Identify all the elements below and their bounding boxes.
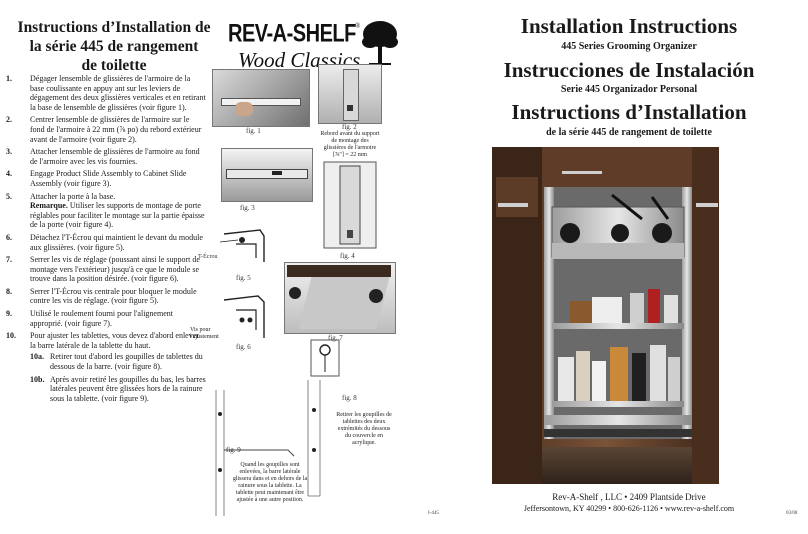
logo-brand-text: REV-A-SHELF — [228, 20, 356, 48]
step-number: 9. — [6, 309, 12, 319]
step-1: 1. Dégager lensemble de glissières de l'… — [6, 74, 206, 112]
step-number: 5. — [6, 191, 12, 201]
step-9: 9. Utilisé le roulement fourni pour l'al… — [6, 309, 206, 328]
figure-4-drawing — [320, 160, 380, 250]
substep-text: Retirer tout d'abord les goupilles de ta… — [50, 352, 203, 372]
title-english: Installation Instructions — [520, 14, 738, 38]
step-number: 4. — [6, 169, 12, 179]
figure-3-label: fig. 3 — [240, 204, 255, 212]
figure-3-photo — [221, 148, 313, 202]
figure-9-drawing — [210, 370, 300, 520]
figure-8-caption: Retirer les goupilles de tablettes des d… — [336, 412, 392, 446]
step-number — [6, 201, 30, 230]
figure-5-label: fig. 5 — [236, 274, 251, 282]
step-text: Engage Product Slide Assembly to Cabinet… — [30, 169, 187, 188]
step-6: 6. Détachez l'T-Écrou qui maintient le d… — [6, 233, 206, 252]
step-number: 2. — [6, 115, 12, 125]
step-number: 10. — [6, 331, 16, 341]
step-text: Attacher la porte à la base. — [30, 191, 116, 201]
step-2: 2. Centrer lensemble de glissières de l'… — [6, 115, 206, 144]
figure-9-caption: Quand les goupilles sont enlevées, la ba… — [232, 462, 308, 503]
organizer-illustration — [492, 147, 719, 484]
document-date-code: 03/08 — [786, 511, 798, 516]
figure-1-photo — [212, 69, 310, 127]
figure-4-label: fig. 4 — [340, 252, 355, 260]
figure-8-drawing — [300, 380, 344, 500]
left-title-line-1: Instructions d’Installation de — [17, 19, 211, 36]
instruction-steps: 1. Dégager lensemble de glissières de l'… — [6, 74, 206, 406]
step-3: 3. Attacher lensemble de glissières de l… — [6, 147, 206, 166]
step-text: Remarque. Utiliser les supports de monta… — [30, 201, 206, 230]
title-spanish: Instrucciones de Instalación — [503, 58, 755, 82]
step-4: 4. Engage Product Slide Assembly to Cabi… — [6, 169, 206, 188]
document-code: I-445 — [428, 511, 439, 516]
footer-company: Rev-A-Shelf , LLC • 2409 Plantside Drive — [552, 492, 706, 502]
step-text: Utilisé le roulement fourni pour l'align… — [30, 309, 173, 328]
tree-icon — [362, 21, 398, 65]
step-8: 8. Serrer l'T-Écrou vis centrale pour bl… — [6, 287, 206, 306]
figure-2-photo — [318, 64, 382, 124]
step-10a: 10a. Retirer tout d'abord les goupilles … — [30, 352, 206, 371]
figure-6-screw-label: Vis pour l'ajustement — [190, 327, 219, 340]
footer-address: Jeffersontown, KY 40299 • 800-626-1126 •… — [523, 504, 735, 513]
left-title-line-2: la série 445 de rangement — [29, 38, 199, 55]
note-keyword: Remarque. — [30, 201, 68, 211]
step-number: 7. — [6, 255, 12, 265]
figure-7-drawing — [305, 336, 345, 380]
step-text: Attacher lensemble de glissières de l'ar… — [30, 147, 200, 166]
title-french: Instructions d’Installation — [511, 100, 747, 124]
figure-4-photo — [284, 262, 396, 334]
subtitle-english: 445 Series Grooming Organizer — [561, 41, 697, 52]
figure-6-label: fig. 6 — [236, 343, 251, 351]
step-7: 7. Serrer les vis de réglage (poussant a… — [6, 255, 206, 284]
figure-5-drawing — [216, 222, 272, 266]
figure-5-t-nut-label: T-Écrou — [198, 254, 218, 260]
rev-a-shelf-logo: REV-A-SHELF ® Wood Classics TM — [228, 20, 398, 82]
figure-7-label: fig. 7 — [328, 334, 343, 342]
step-10: 10. Pour ajuster les tablettes, vous dev… — [6, 331, 206, 350]
figure-8-label: fig. 8 — [342, 394, 357, 402]
figure-9-label: fig. 9 — [226, 446, 241, 454]
step-5-note: Remarque. Utiliser les supports de monta… — [6, 201, 206, 230]
step-text: Pour ajuster les tablettes, vous devez d… — [30, 331, 199, 350]
step-text: Dégager lensemble de glissières de l'arm… — [30, 74, 206, 112]
substep-number: 10b. — [30, 374, 45, 384]
step-number: 6. — [6, 232, 12, 242]
figure-2-caption: Rebord avant du support de montage des g… — [320, 131, 380, 158]
substep-text: Après avoir retiré les goupilles du bas,… — [50, 374, 206, 403]
step-number: 1. — [6, 74, 12, 83]
step-5: 5. Attacher la porte à la base. — [6, 192, 206, 202]
step-number: 8. — [6, 286, 12, 296]
step-10b: 10b. Après avoir retiré les goupilles du… — [30, 375, 206, 404]
grooming-organizer-photo — [492, 147, 719, 484]
figure-1-label: fig. 1 — [246, 127, 261, 135]
step-text: Serrer l'T-Écrou vis centrale pour bloqu… — [30, 286, 197, 306]
left-title-line-3: de toilette — [81, 57, 147, 74]
step-number: 3. — [6, 147, 12, 157]
figure-6-drawing — [220, 290, 272, 342]
figure-2-label: fig. 2 — [342, 123, 357, 131]
logo-registered-mark: ® — [355, 22, 361, 30]
substep-number: 10a. — [30, 352, 44, 362]
step-text: Détachez l'T-Écrou qui maintient le deva… — [30, 232, 203, 252]
step-text: Serrer les vis de réglage (poussant ains… — [30, 255, 200, 284]
step-text: Centrer lensemble de glissières de l'arm… — [30, 115, 202, 144]
subtitle-spanish: Serie 445 Organizador Personal — [560, 84, 698, 95]
subtitle-french: de la série 445 de rangement de toilette — [546, 127, 712, 138]
note-text: Utiliser les supports de montage de port… — [30, 201, 205, 230]
left-page-title: Instructions d’Installation de la série … — [4, 18, 224, 75]
